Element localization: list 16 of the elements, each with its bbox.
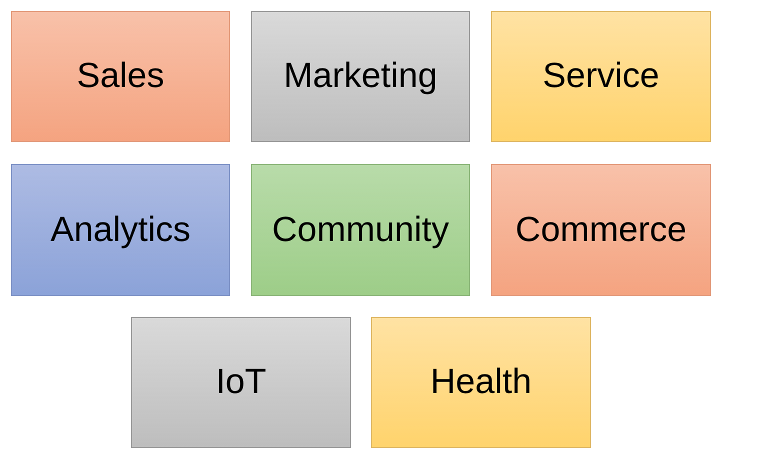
category-label: Service <box>542 57 660 96</box>
category-label: Health <box>430 363 532 402</box>
category-tile <box>491 11 711 142</box>
category-tile <box>251 11 470 142</box>
category-label: Marketing <box>284 57 438 96</box>
category-label: IoT <box>216 363 266 402</box>
category-label: Sales <box>76 57 164 96</box>
category-label: Commerce <box>515 210 687 250</box>
category-tile <box>491 164 711 296</box>
category-tile <box>371 317 591 448</box>
category-tile <box>11 11 230 142</box>
category-tile <box>11 164 230 296</box>
category-label: Analytics <box>50 210 191 250</box>
category-label: Community <box>272 210 449 250</box>
category-tile <box>131 317 351 448</box>
category-tile <box>251 164 470 296</box>
